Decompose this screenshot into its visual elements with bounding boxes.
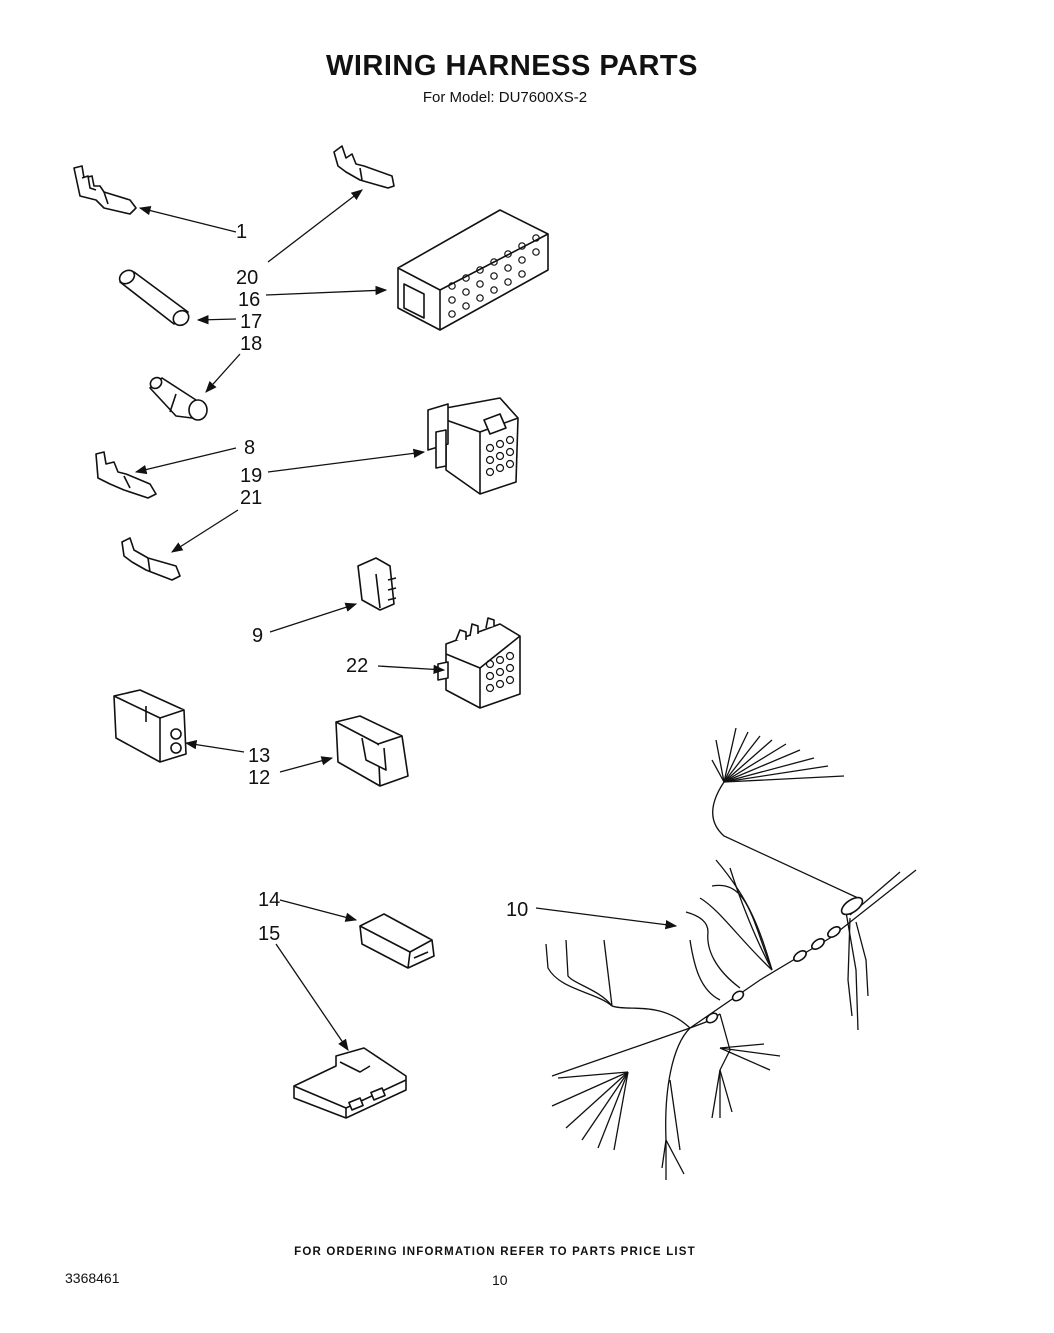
part-13-housing-icon: [113, 689, 187, 763]
callout-8: 8: [244, 437, 255, 459]
part-20-terminal-icon: [333, 145, 395, 189]
part-10-wiring-harness-icon: [545, 727, 917, 1180]
part-21-terminal-icon: [121, 537, 181, 581]
part-16-connector-block-icon: [397, 209, 549, 331]
part-14-clip-icon: [359, 913, 435, 969]
part-12-housing-icon: [335, 715, 409, 787]
part-22-connector-block-icon: [437, 617, 521, 709]
part-9-connector-icon: [357, 557, 397, 611]
callout-17: 17: [240, 311, 262, 333]
part-18-bushing-icon: [149, 376, 208, 421]
page-number: 10: [492, 1272, 508, 1288]
leader-lines: [134, 189, 678, 1051]
part-17-sleeve-icon: [118, 269, 190, 327]
callout-9: 9: [252, 625, 263, 647]
callout-13: 13: [248, 745, 270, 767]
document-number: 3368461: [65, 1270, 120, 1286]
callout-20: 20: [236, 267, 258, 289]
page-title: WIRING HARNESS PARTS: [326, 50, 698, 82]
part-1-terminal-icon: [73, 165, 137, 215]
model-subtitle: For Model: DU7600XS-2: [422, 89, 588, 106]
callout-labels: 1 20 16 17 18 8 19 21 9 22 13 12 14 15 1…: [236, 221, 528, 945]
callout-14: 14: [258, 889, 280, 911]
part-8-terminal-icon: [95, 451, 157, 499]
callout-12: 12: [248, 767, 270, 789]
part-19-connector-icon: [427, 397, 519, 495]
callout-15: 15: [258, 923, 280, 945]
callout-19: 19: [240, 465, 262, 487]
callout-1: 1: [236, 221, 247, 243]
ordering-note: FOR ORDERING INFORMATION REFER TO PARTS …: [294, 1246, 696, 1258]
callout-22: 22: [346, 655, 368, 677]
part-15-housing-icon: [293, 1047, 407, 1119]
callout-21: 21: [240, 487, 262, 509]
callout-10: 10: [506, 899, 528, 921]
callout-18: 18: [240, 333, 262, 355]
callout-16: 16: [238, 289, 260, 311]
